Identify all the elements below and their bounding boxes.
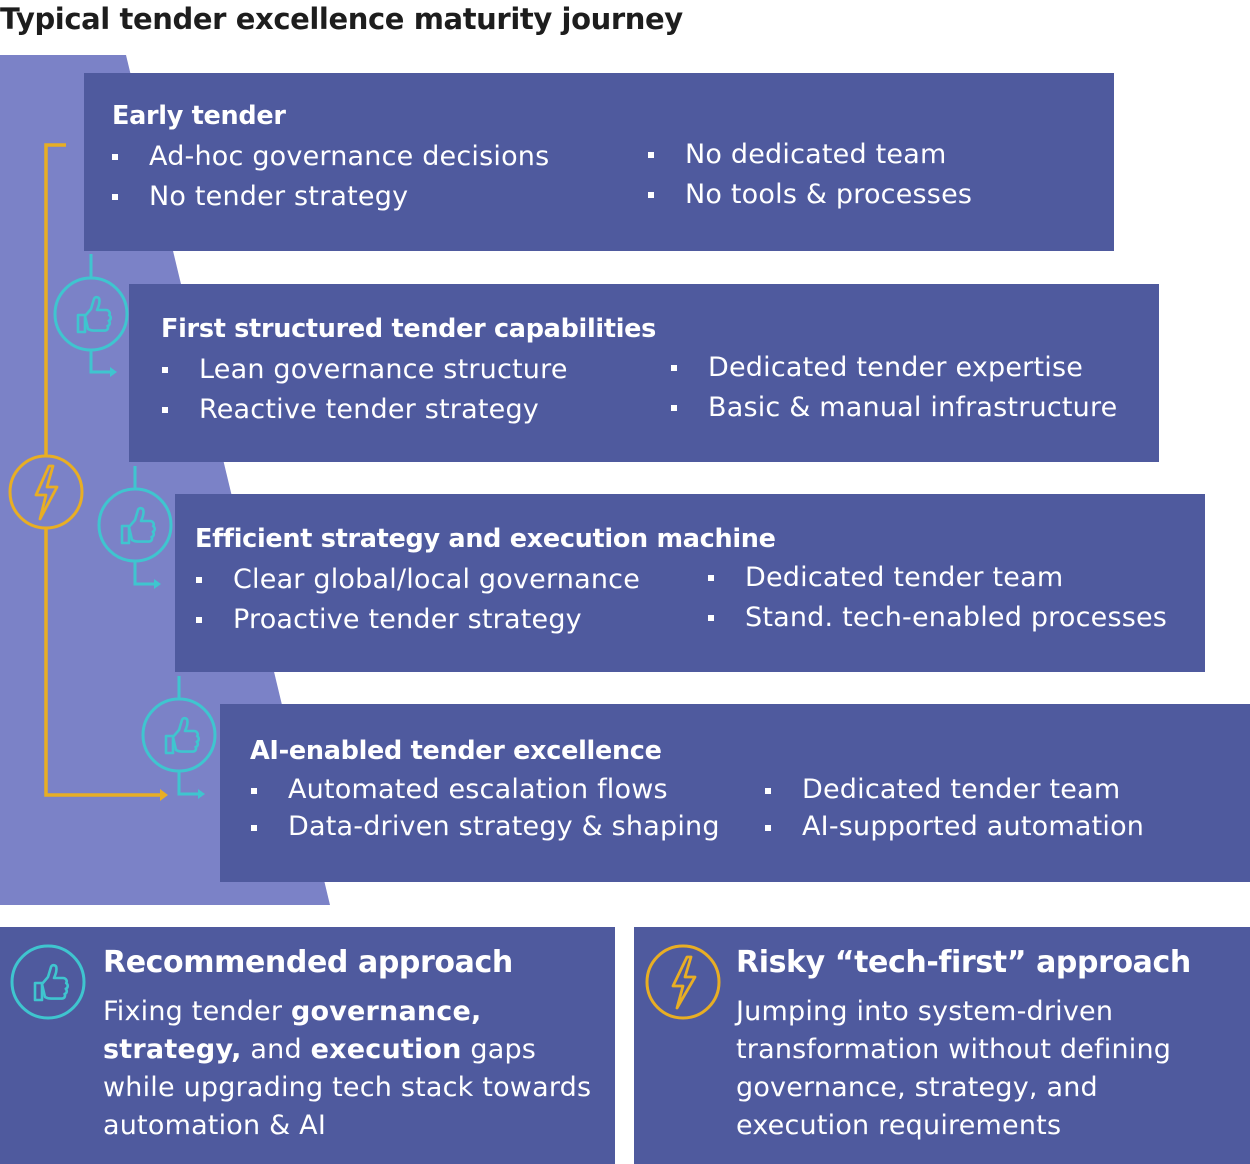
stage-ai-enabled: AI-enabled tender excellence Automated e…: [220, 704, 1250, 882]
stage-right-list: Dedicated tender team Stand. tech-enable…: [708, 558, 1167, 638]
step-connector-3: [141, 676, 217, 796]
list-item: No tender strategy: [112, 177, 549, 217]
list-item: Dedicated tender team: [765, 771, 1144, 808]
stage-left-list: Lean governance structure Reactive tende…: [162, 350, 568, 430]
stage-early-tender: Early tender Ad-hoc governance decisions…: [84, 73, 1114, 251]
recommended-approach-box: Recommended approach Fixing tender gover…: [0, 927, 615, 1164]
list-item: Lean governance structure: [162, 350, 568, 390]
lightning-icon: [34, 464, 59, 521]
staircase-shape: [0, 55, 330, 905]
list-item: No dedicated team: [648, 135, 972, 175]
list-item: Basic & manual infrastructure: [671, 388, 1118, 428]
lightning-icon: [645, 944, 721, 1020]
risky-title: Risky “tech-first” approach: [736, 945, 1191, 980]
list-item: No tools & processes: [648, 175, 972, 215]
stage-title: AI-enabled tender excellence: [250, 736, 662, 766]
stage-left-list: Clear global/local governance Proactive …: [196, 560, 640, 640]
list-item: Ad-hoc governance decisions: [112, 137, 549, 177]
stage-left-list: Ad-hoc governance decisions No tender st…: [112, 137, 549, 217]
stage-title: Early tender: [112, 101, 286, 131]
step-connector-2: [97, 466, 173, 586]
step-connector-1: [53, 254, 129, 374]
thumbs-up-icon: [10, 944, 86, 1020]
stage-title: First structured tender capabilities: [161, 314, 657, 344]
list-item: Stand. tech-enabled processes: [708, 598, 1167, 638]
stage-first-structured: First structured tender capabilities Lea…: [129, 284, 1159, 462]
stage-title: Efficient strategy and execution machine: [195, 524, 776, 554]
recommended-text: Fixing tender governance, strategy, and …: [103, 996, 592, 1141]
stage-right-list: Dedicated tender expertise Basic & manua…: [671, 348, 1118, 428]
risky-path-circle: [8, 454, 84, 530]
list-item: Proactive tender strategy: [196, 600, 640, 640]
list-item: AI-supported automation: [765, 808, 1144, 845]
stage-right-list: Dedicated tender team AI-supported autom…: [765, 771, 1144, 845]
list-item: Data-driven strategy & shaping: [251, 808, 720, 845]
risky-text: Jumping into system-driven transformatio…: [736, 996, 1172, 1141]
list-item: Automated escalation flows: [251, 771, 720, 808]
list-item: Reactive tender strategy: [162, 390, 568, 430]
risky-approach-box: Risky “tech-first” approach Jumping into…: [634, 927, 1250, 1164]
list-item: Clear global/local governance: [196, 560, 640, 600]
stage-left-list: Automated escalation flows Data-driven s…: [251, 771, 720, 845]
risky-path-arrowhead: [160, 789, 168, 801]
stage-efficient-machine: Efficient strategy and execution machine…: [175, 494, 1205, 672]
list-item: Dedicated tender team: [708, 558, 1167, 598]
page-title: Typical tender excellence maturity journ…: [0, 2, 683, 36]
list-item: Dedicated tender expertise: [671, 348, 1118, 388]
recommended-title: Recommended approach: [103, 945, 513, 980]
stage-right-list: No dedicated team No tools & processes: [648, 135, 972, 215]
